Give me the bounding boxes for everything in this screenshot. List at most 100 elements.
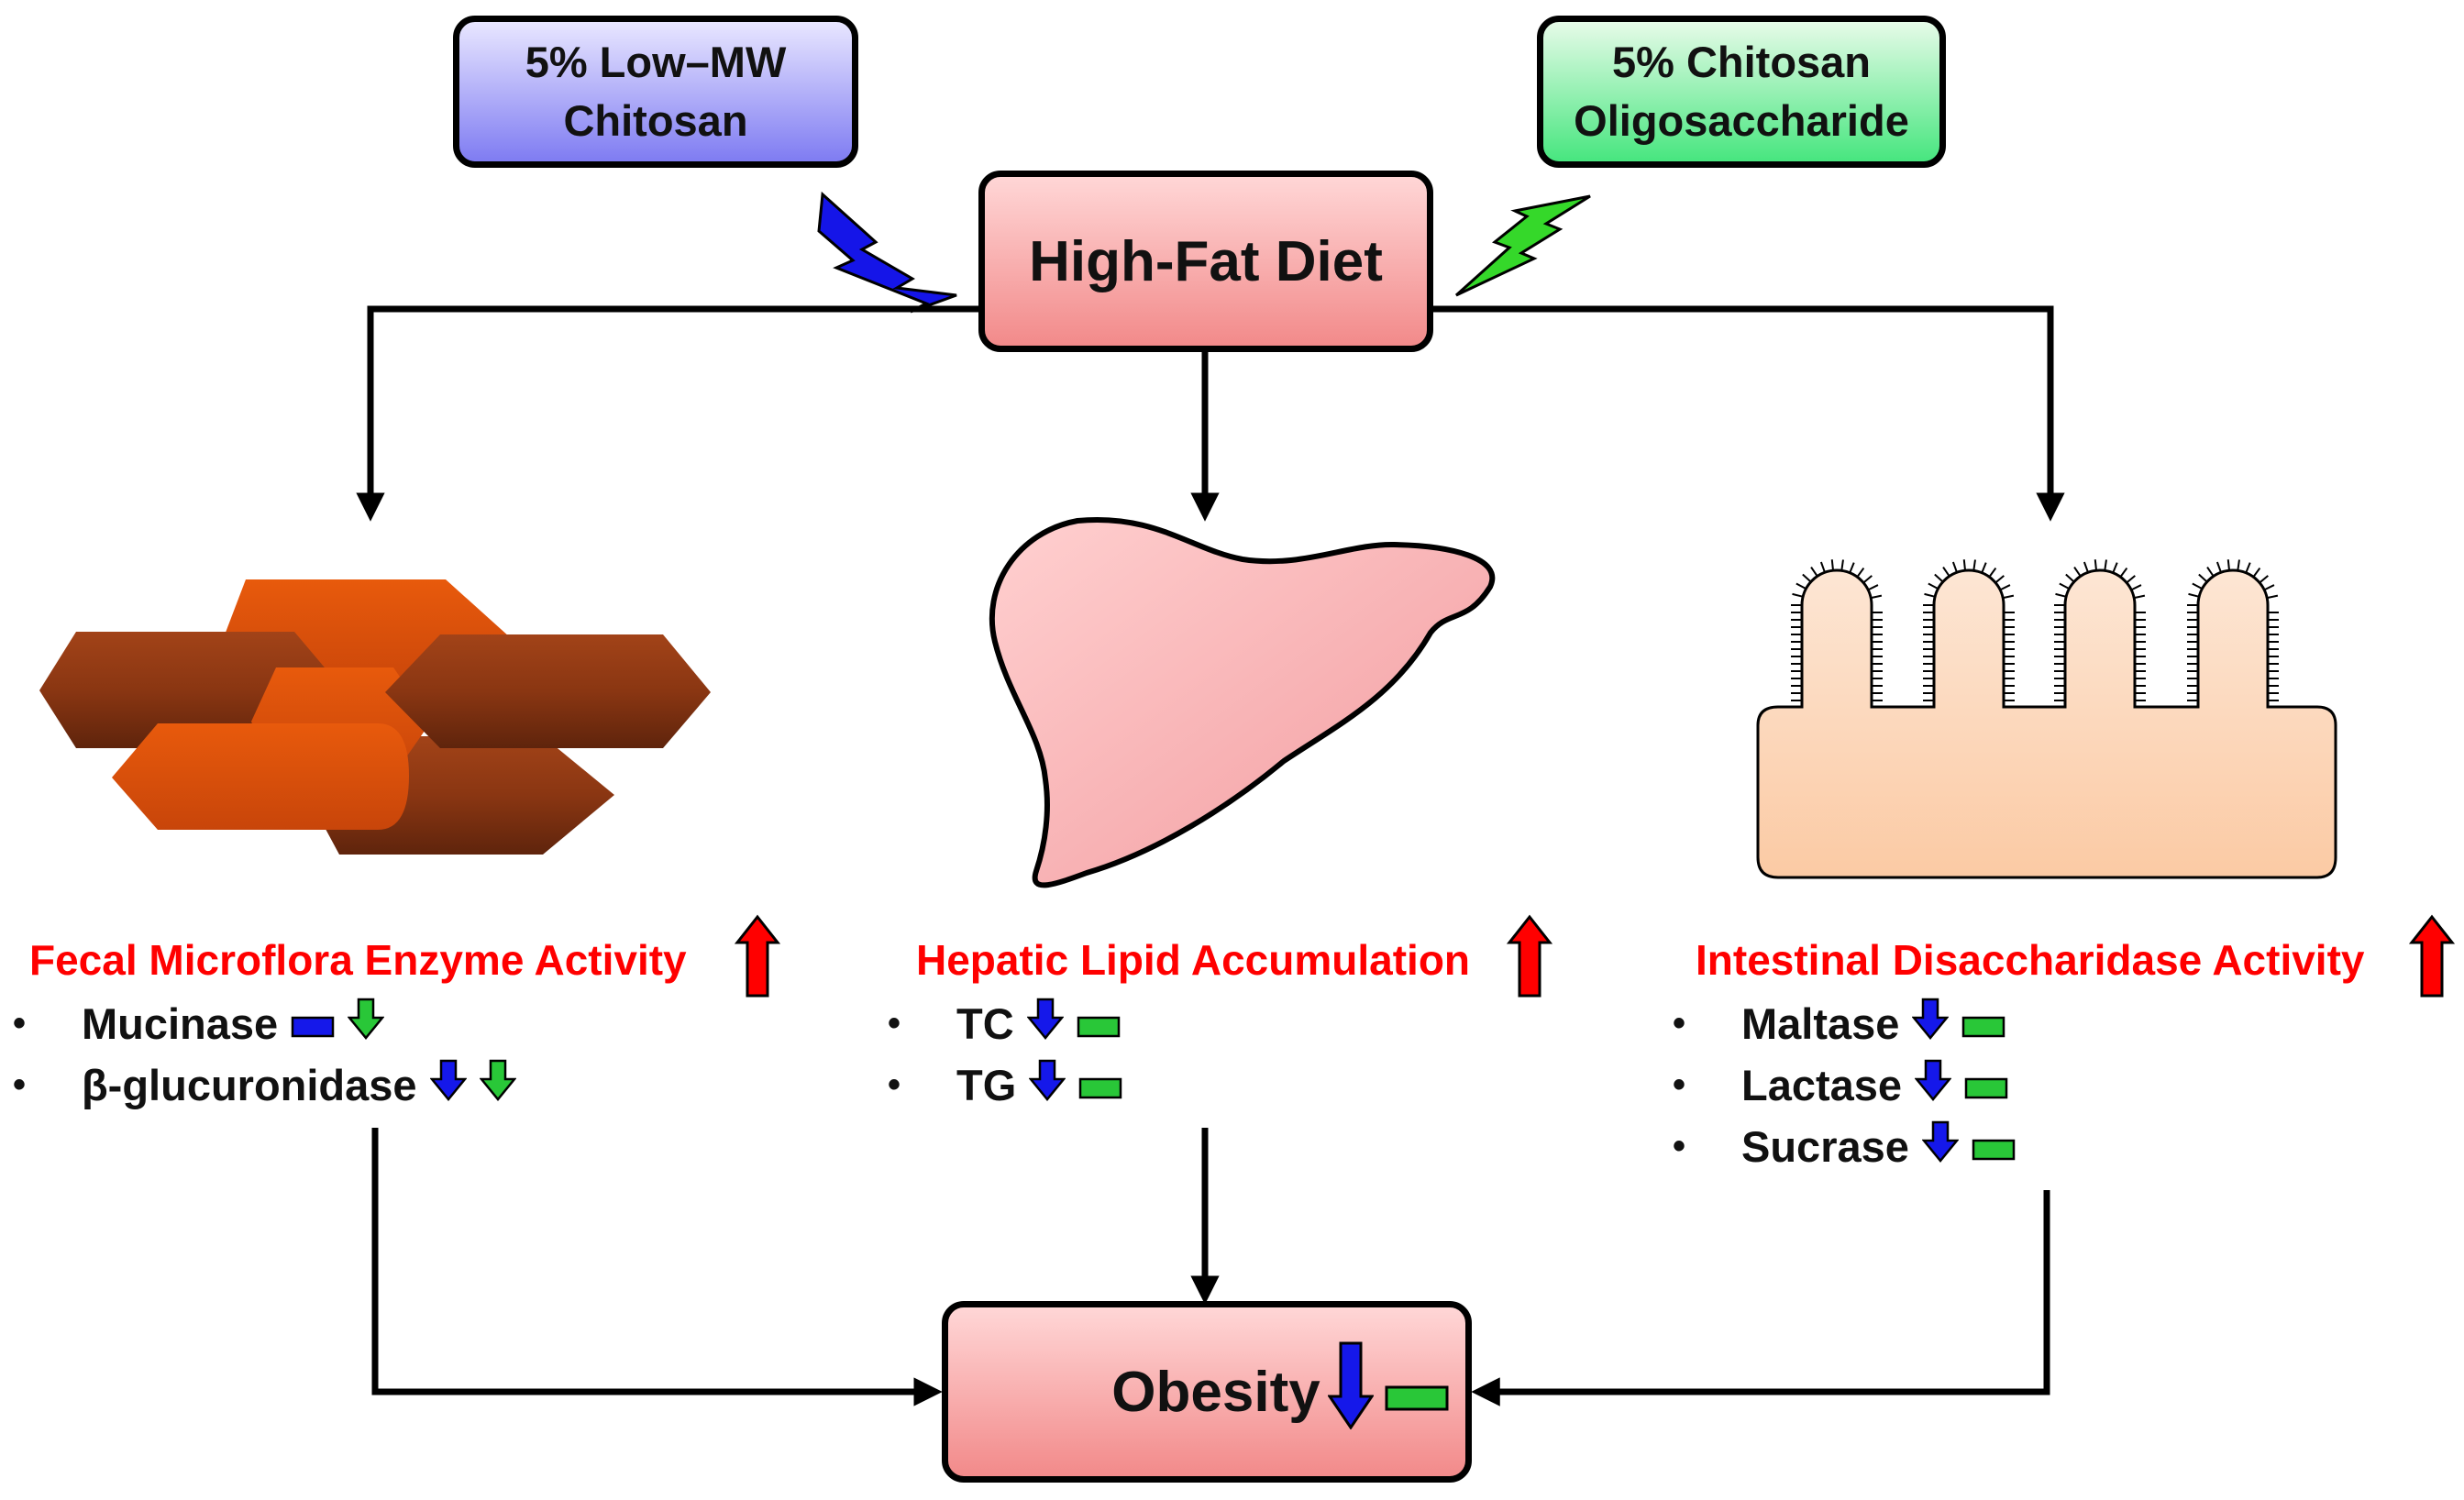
cilium	[2237, 559, 2240, 571]
cilium	[2002, 594, 2015, 600]
list-item: • Lactase	[1673, 1057, 2008, 1112]
cilium	[2192, 582, 2203, 590]
item-label: β-glucuronidase	[82, 1060, 417, 1109]
bullet: •	[888, 1002, 901, 1043]
cilium	[1934, 573, 1944, 583]
lightning-bolt-icon	[1454, 194, 1591, 297]
low-mw-line-1: 5% Low–MW	[525, 38, 787, 86]
arrow-intestine-to-obesity	[1471, 1190, 2050, 1406]
cilium	[1994, 575, 2005, 584]
cilium	[2263, 584, 2275, 591]
bullet: •	[1673, 1125, 1686, 1166]
cilium	[1999, 584, 2011, 591]
up-arrow-icon	[1506, 914, 1553, 998]
cilium	[1862, 575, 1873, 584]
bullet: •	[1673, 1064, 1686, 1105]
item-label: Sucrase	[1741, 1121, 1909, 1171]
no-change-bar-icon	[1385, 1360, 1449, 1425]
down-arrow-icon	[347, 998, 385, 1050]
cilium	[1802, 573, 1812, 583]
high-fat-diet-label: High-Fat Diet	[1029, 229, 1383, 293]
cilium	[2130, 584, 2142, 591]
cilium	[2055, 592, 2067, 598]
item-label: Lactase	[1741, 1060, 1903, 1109]
intestinal-heading: Intestinal Disaccharidase Activity	[1696, 936, 2365, 984]
arrow-fecal-to-obesity	[371, 1128, 943, 1406]
no-change-bar-icon	[1078, 1060, 1122, 1110]
cilium	[2226, 559, 2231, 571]
cilium	[2215, 561, 2222, 573]
cilium	[2266, 594, 2279, 600]
connector-arrows	[356, 305, 2065, 1406]
chitosan-oligosaccharide-box: 5% Chitosan Oligosaccharide	[1537, 16, 1946, 168]
no-change-bar-icon	[291, 998, 335, 1049]
cilium	[1819, 561, 1826, 573]
oligo-line-2: Oligosaccharide	[1574, 96, 1909, 145]
down-arrow-icon	[1026, 998, 1065, 1050]
bullet: •	[13, 1064, 27, 1105]
cilium	[1830, 559, 1835, 571]
cilium	[2188, 592, 2200, 598]
item-label: TC	[956, 998, 1014, 1048]
cilium	[1981, 562, 1987, 574]
cilium	[1942, 566, 1950, 578]
cilium	[1924, 592, 1936, 598]
cilium	[2133, 594, 2146, 600]
list-item: • Maltase	[1673, 996, 2005, 1051]
arrow-to-intestine	[1433, 305, 2065, 522]
cilium	[2073, 566, 2082, 578]
hepatic-heading: Hepatic Lipid Accumulation	[916, 936, 1471, 984]
cilium	[2252, 567, 2261, 578]
cilium	[1856, 567, 1865, 578]
fecal-heading: Fecal Microflora Enzyme Activity	[29, 936, 687, 984]
low-mw-line-2: Chitosan	[563, 96, 748, 145]
no-change-bar-icon	[1964, 1060, 2008, 1110]
item-label: Mucinase	[82, 998, 279, 1048]
item-label: TG	[956, 1060, 1017, 1109]
lightning-bolt-icon	[817, 191, 957, 314]
cilium	[1810, 566, 1818, 578]
arrow-to-fecal	[356, 305, 978, 522]
bullet: •	[1673, 1002, 1686, 1043]
cilium	[1870, 594, 1883, 600]
cilium	[2065, 573, 2075, 583]
increase-arrows	[734, 914, 2456, 998]
down-arrow-icon	[1326, 1341, 1375, 1443]
no-change-bar-icon	[1961, 998, 2005, 1049]
intestinal-villi-icon	[1756, 559, 2337, 879]
cilium	[1796, 582, 1807, 590]
cilium	[1972, 559, 1976, 571]
cilium	[1867, 584, 1879, 591]
cilium	[2206, 566, 2215, 578]
bullet: •	[13, 1002, 27, 1043]
low-mw-chitosan-box: 5% Low–MW Chitosan	[453, 16, 858, 168]
cilium	[2245, 562, 2251, 574]
cilium	[2259, 575, 2269, 584]
cilium	[2112, 562, 2118, 574]
item-label: Maltase	[1741, 998, 1900, 1048]
cilium	[1962, 559, 1967, 571]
cilium	[1928, 582, 1939, 590]
list-item: •TG	[888, 1057, 1122, 1112]
list-item: • Mucinase	[13, 996, 385, 1051]
down-arrow-icon	[1028, 1059, 1066, 1111]
cilium	[1988, 567, 1997, 578]
cilium	[1951, 561, 1958, 573]
no-change-bar-icon	[1077, 998, 1121, 1049]
cilium	[1792, 592, 1804, 598]
oligo-line-1: 5% Chitosan	[1611, 38, 1872, 86]
cilium	[2198, 573, 2208, 583]
cilium	[2119, 567, 2128, 578]
cilium	[1849, 562, 1855, 574]
up-arrow-icon	[2408, 914, 2456, 998]
liver-icon	[989, 517, 1496, 888]
obesity-label: Obesity	[1111, 1360, 1320, 1424]
list-item: • Sucrase	[1673, 1119, 2016, 1174]
down-arrow-icon	[1914, 1059, 1952, 1111]
cilium	[2094, 559, 2098, 571]
cilium	[2104, 559, 2107, 571]
bacteria-icon	[39, 579, 711, 855]
down-arrow-icon	[1911, 998, 1950, 1050]
obesity-box: Obesity	[942, 1301, 1472, 1483]
